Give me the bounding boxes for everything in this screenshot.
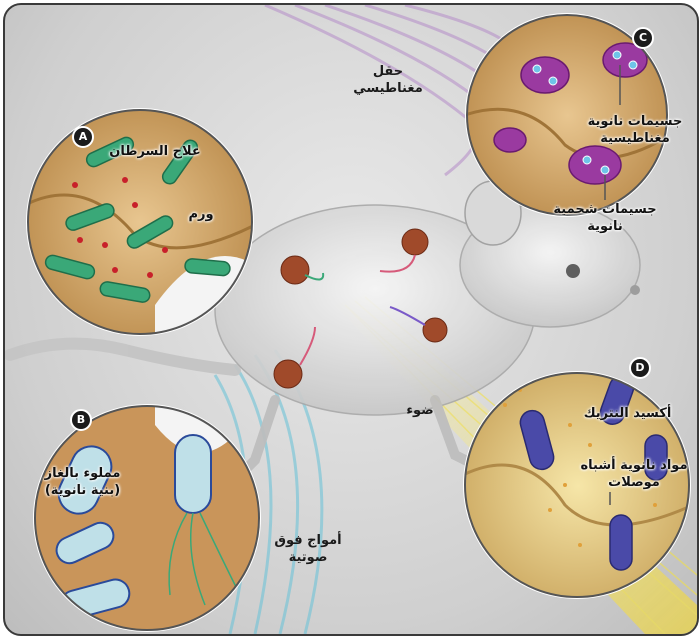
panel-a-therapy-label: علاج السرطان: [100, 143, 210, 160]
panel-d-semiconductor-line1: مواد نانوية أشباه: [575, 457, 693, 474]
illustration-frame: A B C D حقل مغناطيسي ضوء أمواج فوق صوتية…: [3, 3, 699, 636]
panel-c-liposome-line1: جسيمات شحمية: [550, 201, 660, 218]
magnetic-field-line2: مغناطيسي: [353, 80, 423, 97]
panel-d-nitric-oxide-label: أكسيد النتريك: [575, 405, 680, 422]
light-label: ضوء: [400, 402, 440, 419]
panel-b-gas-line1: مملوء بالغاز: [30, 465, 135, 482]
panel-b-gas-label: مملوء بالغاز (بنية نانوية): [30, 465, 135, 499]
ultrasound-line2: صوتية: [263, 549, 353, 566]
panel-c-badge: C: [632, 27, 654, 49]
panel-c-liposome-line2: نانوية: [550, 218, 660, 235]
panel-d-semiconductor-line2: موصلات: [575, 474, 693, 491]
magnetic-field-line1: حقل: [353, 63, 423, 80]
panel-c-magnetic-nano-line2: مغناطيسية: [580, 130, 690, 147]
panel-c-magnetic-nano-line1: جسيمات نانوية: [580, 113, 690, 130]
panel-d-semiconductor-label: مواد نانوية أشباه موصلات: [575, 457, 693, 491]
panel-c-magnetic-nano-label: جسيمات نانوية مغناطيسية: [580, 113, 690, 147]
ultrasound-line1: أمواج فوق: [263, 532, 353, 549]
panel-b-gas-line2: (بنية نانوية): [30, 482, 135, 499]
ultrasound-label: أمواج فوق صوتية: [263, 532, 353, 566]
panel-b-gas-vesicles: [30, 403, 265, 634]
magnetic-field-label: حقل مغناطيسي: [353, 63, 423, 97]
panel-a-tumor-label: ورم: [181, 206, 221, 223]
panel-a-badge: A: [72, 126, 94, 148]
panel-c-liposome-label: جسيمات شحمية نانوية: [550, 201, 660, 235]
panel-d-badge: D: [629, 357, 651, 379]
panel-b-badge: B: [70, 409, 92, 431]
